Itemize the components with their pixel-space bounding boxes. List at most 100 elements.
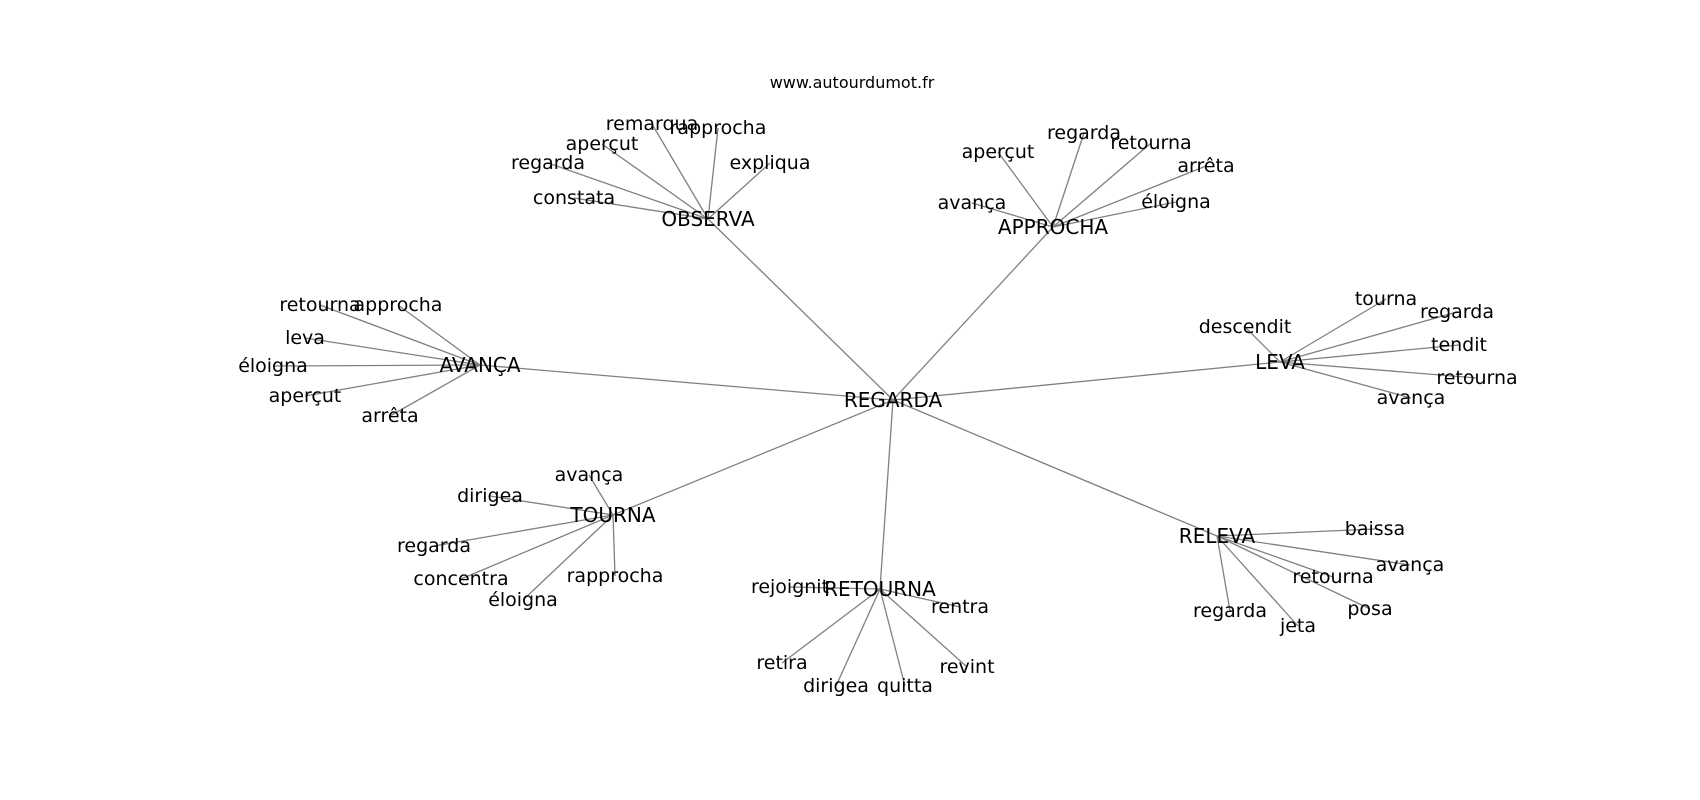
edge-tourna-regarda (433, 514, 614, 547)
edge-tourna-concentra (460, 514, 614, 580)
node-hub-avanca: AVANÇA (439, 353, 520, 377)
edge-avanca-eloigna (272, 364, 481, 367)
node-leaf-retourna-quitta: quitta (877, 675, 933, 697)
edge-leva-tendit (1279, 344, 1460, 363)
node-leaf-observa-apercut: aperçut (566, 133, 639, 155)
edge-releva-posa (1216, 535, 1371, 610)
node-leaf-retourna-revint: revint (939, 656, 994, 678)
edge-root-approcha (892, 226, 1054, 401)
node-hub-leva: LEVA (1255, 350, 1305, 374)
edge-retourna-dirigea (835, 588, 881, 687)
edge-tourna-rapprocha (612, 514, 616, 577)
node-leaf-observa-regarda: regarda (511, 152, 585, 174)
node-hub-observa: OBSERVA (661, 207, 755, 231)
edge-observa-constata (573, 197, 709, 220)
node-leaf-approcha-avanca: avança (938, 192, 1007, 214)
edge-tourna-avanca (588, 474, 614, 516)
edge-approcha-eloigna (1052, 201, 1177, 228)
edge-observa-regarda (547, 162, 709, 220)
node-leaf-releva-regarda: regarda (1193, 600, 1267, 622)
edge-retourna-rentra (879, 588, 961, 608)
site-credit: www.autourdumot.fr (770, 73, 935, 92)
edge-observa-apercut (601, 143, 709, 220)
node-leaf-observa-rapprocha: rapprocha (670, 117, 767, 139)
node-leaf-retourna-rentra: rentra (931, 596, 989, 618)
node-leaf-avanca-arreta: arrêta (361, 405, 418, 427)
edge-retourna-revint (879, 588, 968, 668)
node-leaf-leva-regarda: regarda (1420, 301, 1494, 323)
node-leaf-avanca-approcha: approcha (354, 294, 443, 316)
edge-releva-baissa (1216, 528, 1376, 537)
node-leaf-releva-posa: posa (1347, 598, 1392, 620)
node-leaf-tourna-regarda: regarda (397, 535, 471, 557)
node-leaf-avanca-apercut: aperçut (269, 385, 342, 407)
edge-leva-tourna (1279, 298, 1387, 363)
edge-retourna-retira (781, 588, 881, 664)
node-leaf-tourna-eloigna: éloigna (488, 589, 558, 611)
edge-root-tourna (612, 399, 894, 516)
edge-avanca-approcha (397, 304, 481, 366)
node-leaf-releva-jeta: jeta (1279, 615, 1316, 637)
edge-avanca-arreta (389, 364, 481, 417)
edge-root-avanca (479, 364, 894, 401)
edge-root-leva (892, 361, 1281, 401)
node-leaf-leva-retourna: retourna (1436, 367, 1517, 389)
node-leaf-releva-avanca: avança (1376, 554, 1445, 576)
edge-root-retourna (879, 399, 894, 590)
node-leaf-releva-retourna: retourna (1292, 566, 1373, 588)
node-leaf-avanca-eloigna: éloigna (238, 355, 308, 377)
node-leaf-observa-expliqua: expliqua (730, 152, 811, 174)
edge-approcha-avanca (971, 202, 1054, 228)
edge-retourna-rejoignit (789, 586, 881, 590)
edge-approcha-arreta (1052, 165, 1207, 228)
node-leaf-tourna-concentra: concentra (413, 568, 508, 590)
node-leaf-tourna-avanca: avança (555, 464, 624, 486)
edge-leva-retourna (1279, 361, 1478, 379)
edge-tourna-dirigea (489, 495, 614, 516)
node-leaf-approcha-eloigna: éloigna (1141, 191, 1211, 213)
node-leaf-approcha-apercut: aperçut (962, 141, 1035, 163)
edge-avanca-apercut (304, 364, 481, 397)
node-leaf-approcha-retourna: retourna (1110, 132, 1191, 154)
node-leaf-leva-descendit: descendit (1199, 316, 1292, 338)
edge-root-observa (707, 218, 894, 401)
graph-edges (272, 123, 1478, 687)
edge-releva-jeta (1216, 535, 1299, 627)
node-leaf-approcha-regarda: regarda (1047, 122, 1121, 144)
edge-leva-avanca (1279, 361, 1412, 399)
edge-avanca-retourna (319, 304, 481, 366)
node-leaf-tourna-rapprocha: rapprocha (567, 565, 664, 587)
edge-releva-regarda (1216, 535, 1231, 612)
node-leaf-avanca-leva: leva (285, 327, 325, 349)
node-leaf-observa-remarqua: remarqua (606, 113, 698, 135)
node-leaf-leva-tendit: tendit (1431, 334, 1487, 356)
node-leaf-releva-baissa: baissa (1345, 518, 1405, 540)
node-leaf-observa-constata: constata (533, 187, 615, 209)
node-hub-releva: RELEVA (1179, 524, 1256, 548)
edge-observa-expliqua (707, 162, 771, 220)
edge-approcha-retourna (1052, 142, 1152, 228)
node-leaf-retourna-rejoignit: rejoignit (751, 576, 829, 598)
node-leaf-retourna-retira: retira (756, 652, 807, 674)
edge-root-releva (892, 399, 1218, 537)
node-leaf-avanca-retourna: retourna (279, 294, 360, 316)
edge-tourna-eloigna (522, 514, 614, 601)
edge-releva-retourna (1216, 535, 1334, 578)
edge-leva-descendit (1244, 326, 1281, 363)
node-hub-tourna: TOURNA (569, 503, 655, 527)
edge-leva-regarda (1279, 311, 1458, 363)
node-hub-approcha: APPROCHA (998, 215, 1108, 239)
node-leaf-leva-avanca: avança (1377, 387, 1446, 409)
edge-approcha-apercut (997, 151, 1054, 228)
edge-approcha-regarda (1052, 132, 1085, 228)
node-hub-retourna: RETOURNA (824, 577, 936, 601)
node-leaf-approcha-arreta: arrêta (1177, 155, 1234, 177)
edge-observa-rapprocha (707, 127, 719, 220)
edge-avanca-leva (304, 337, 481, 366)
node-leaf-retourna-dirigea: dirigea (803, 675, 869, 697)
node-root-regarda: REGARDA (844, 388, 943, 412)
node-leaf-leva-tourna: tourna (1355, 288, 1417, 310)
edge-releva-avanca (1216, 535, 1411, 566)
